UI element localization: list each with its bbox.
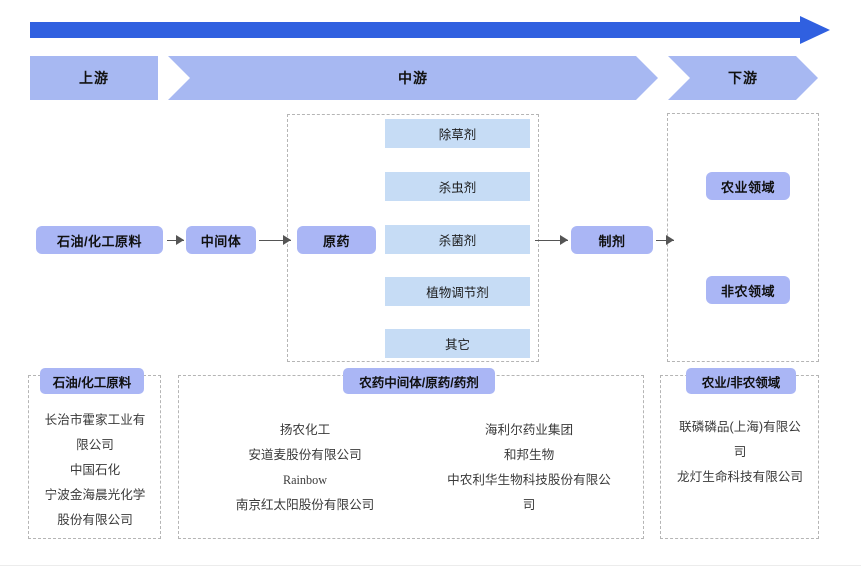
company-name: 联磷磷品(上海)有限公 — [679, 420, 801, 434]
stage-banner-midstream: 中游 — [168, 56, 658, 100]
connector-line — [535, 239, 568, 241]
company-name: Rainbow — [282, 473, 327, 487]
company-list-midstream-col-a: 扬农化工 安道麦股份有限公司 Rainbow 南京红太阳股份有限公司 — [200, 418, 410, 518]
node-active-ingredient: 原药 — [297, 226, 376, 254]
node-non-agriculture-field: 非农领域 — [706, 276, 790, 304]
stage-banner-upstream: 上游 — [30, 56, 158, 100]
connector-category-to-formulation — [535, 235, 568, 245]
panel-badge-pesticide: 农药中间体/原药/药剂 — [343, 368, 495, 394]
company-name: 司 — [522, 498, 536, 512]
connector-arrowhead-icon — [176, 235, 184, 245]
company-name: 扬农化工 — [279, 423, 331, 437]
category-herbicide: 除草剂 — [385, 119, 530, 148]
company-name: 长治市霍家工业有 — [44, 413, 146, 427]
panel-badge-fields: 农业/非农领域 — [686, 368, 796, 394]
connector-line — [259, 239, 291, 241]
arrow-shaft — [30, 22, 802, 38]
downstream-group-container — [667, 113, 819, 362]
node-formulation: 制剂 — [571, 226, 653, 254]
company-name: 限公司 — [76, 438, 114, 452]
company-list-midstream-col-b: 海利尔药业集团 和邦生物 中农利华生物科技股份有限公 司 — [424, 418, 634, 518]
arrow-head-icon — [800, 16, 830, 44]
connector-arrowhead-icon — [666, 235, 674, 245]
stage-banner-downstream: 下游 — [668, 56, 818, 100]
company-name: 宁波金海晨光化学 — [44, 488, 146, 502]
connector-raw-to-intermediate — [167, 235, 184, 245]
category-other: 其它 — [385, 329, 530, 358]
company-name: 中农利华生物科技股份有限公 — [447, 473, 611, 487]
node-raw-material: 石油/化工原料 — [36, 226, 163, 254]
connector-arrowhead-icon — [560, 235, 568, 245]
company-name: 股份有限公司 — [57, 513, 133, 527]
company-name: 和邦生物 — [503, 448, 555, 462]
connector-intermediate-to-active — [259, 235, 291, 245]
process-direction-arrow — [30, 16, 830, 44]
company-name: 南京红太阳股份有限公司 — [235, 498, 375, 512]
company-name: 中国石化 — [69, 463, 121, 477]
node-intermediate: 中间体 — [186, 226, 256, 254]
company-name: 龙灯生命科技有限公司 — [677, 470, 803, 484]
connector-arrowhead-icon — [283, 235, 291, 245]
connector-line — [167, 239, 184, 241]
category-insecticide: 杀虫剂 — [385, 172, 530, 201]
company-list-downstream: 联磷磷品(上海)有限公 司 龙灯生命科技有限公司 — [662, 415, 818, 490]
category-fungicide: 杀菌剂 — [385, 225, 530, 254]
connector-line — [656, 239, 674, 241]
connector-formulation-to-downstream — [656, 235, 674, 245]
company-name: 海利尔药业集团 — [484, 423, 574, 437]
category-plant-regulator: 植物调节剂 — [385, 277, 530, 306]
panel-badge-raw-material: 石油/化工原料 — [40, 368, 144, 394]
footer-divider — [0, 565, 861, 566]
company-name: 司 — [733, 445, 747, 459]
company-name: 安道麦股份有限公司 — [248, 448, 362, 462]
node-agriculture-field: 农业领域 — [706, 172, 790, 200]
company-list-upstream: 长治市霍家工业有 限公司 中国石化 宁波金海晨光化学 股份有限公司 — [30, 408, 160, 533]
